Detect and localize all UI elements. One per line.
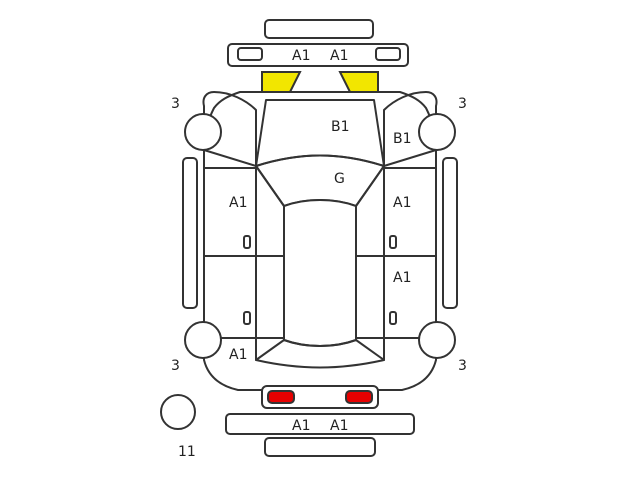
left-rocker-strip: [182, 157, 198, 309]
rear-bumper: [225, 413, 415, 435]
label-right-rear-door: A1: [393, 270, 411, 286]
label-front-bumper-right: A1: [330, 48, 348, 64]
left-front-door-handle: [243, 235, 251, 249]
right-front-door-handle: [389, 235, 397, 249]
label-roof: G: [334, 171, 345, 187]
label-rear-bumper-right: A1: [330, 418, 348, 434]
label-left-rear-quarter: A1: [229, 347, 247, 363]
label-wheel-front-right: 3: [458, 96, 467, 112]
wheel-front-right: [418, 113, 456, 151]
label-hood: B1: [331, 119, 350, 135]
right-rocker-strip: [442, 157, 458, 309]
front-bumper-upper: [264, 19, 374, 39]
front-right-light: [338, 71, 379, 93]
label-front-right-fender: B1: [393, 131, 412, 147]
label-rear-bumper-left: A1: [292, 418, 310, 434]
right-rear-door-handle: [389, 311, 397, 325]
rear-left-light: [267, 390, 295, 404]
rear-right-light: [345, 390, 373, 404]
label-front-bumper-left: A1: [292, 48, 310, 64]
front-left-light: [261, 71, 302, 93]
front-left-fender: [202, 91, 257, 167]
rear-bumper-lower: [264, 437, 376, 457]
label-wheel-front-left: 3: [171, 96, 180, 112]
label-left-front-door: A1: [229, 195, 247, 211]
front-bumper: [227, 43, 409, 67]
wheel-front-left: [184, 113, 222, 151]
left-a-pillar: [255, 165, 285, 207]
right-a-pillar: [355, 165, 385, 207]
label-wheel-rear-left: 3: [171, 358, 180, 374]
front-bumper-right-slot: [375, 47, 401, 61]
rear-window: [255, 339, 385, 369]
left-rear-door-handle: [243, 311, 251, 325]
label-wheel-rear-right: 3: [458, 358, 467, 374]
spare-tire: [160, 394, 196, 430]
wheel-rear-left: [184, 321, 222, 359]
front-bumper-left-slot: [237, 47, 263, 61]
label-spare-tire: 11: [178, 444, 196, 460]
roof-panel: [283, 199, 357, 347]
label-right-front-door: A1: [393, 195, 411, 211]
front-right-fender: [383, 91, 438, 167]
wheel-rear-right: [418, 321, 456, 359]
